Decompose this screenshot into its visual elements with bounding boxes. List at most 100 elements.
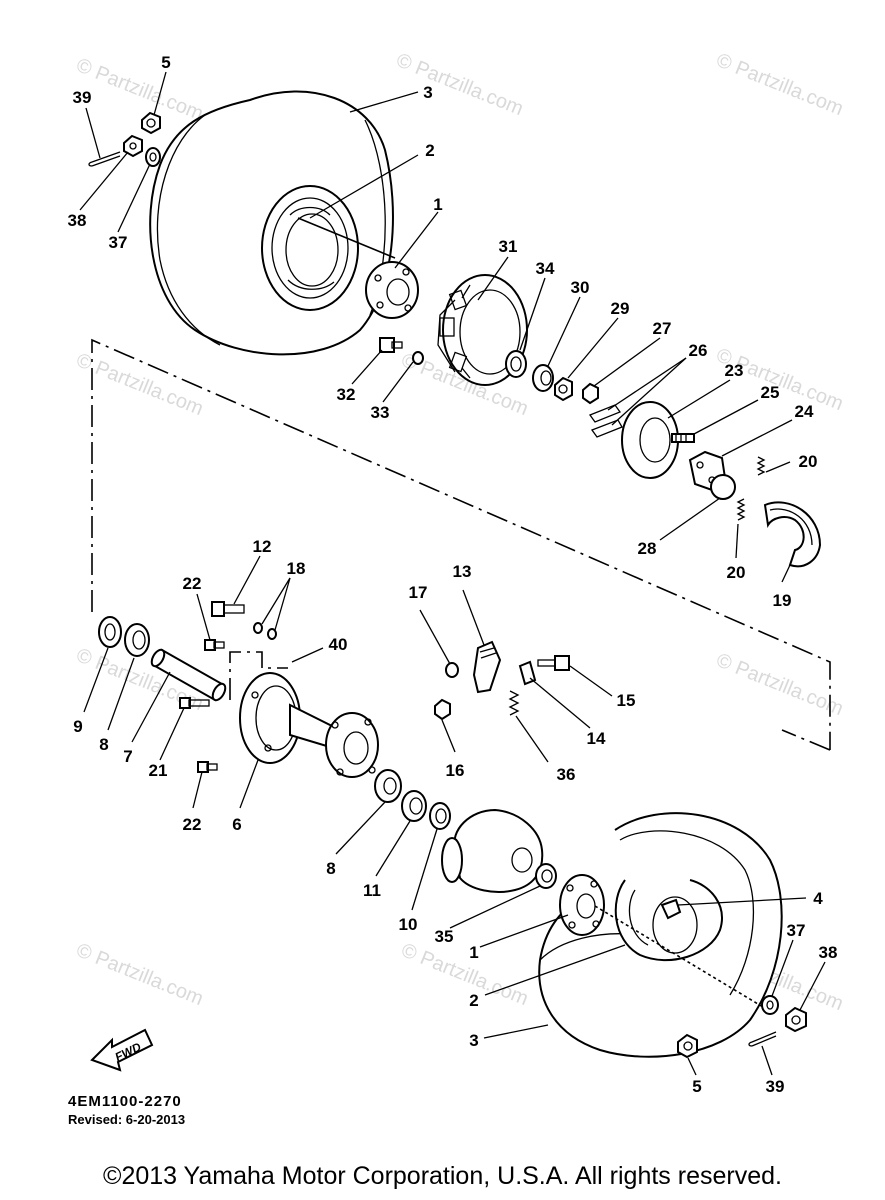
callout-2: 2	[469, 991, 478, 1010]
bolt-15	[537, 655, 570, 671]
seal-10	[429, 802, 451, 830]
bearing-30	[532, 364, 554, 392]
bolt-22-upper	[204, 639, 225, 651]
watermark: © Partzilla.com	[713, 649, 846, 720]
callout-25: 25	[761, 383, 780, 402]
callout-12: 12	[253, 537, 272, 556]
bottom-center-line	[594, 905, 769, 1011]
callout-18: 18	[287, 559, 306, 578]
bolt-32	[379, 337, 403, 353]
callout-19: 19	[773, 591, 792, 610]
top-washer-37	[145, 147, 161, 167]
callout-9: 9	[73, 717, 82, 736]
brake-lever-13	[472, 640, 502, 694]
callout-22: 22	[183, 815, 202, 834]
bottom-nut-5	[677, 1033, 698, 1059]
bearing-8-right	[374, 769, 402, 803]
callout-20: 20	[799, 452, 818, 471]
top-castle-nut-38	[123, 134, 143, 158]
nut-27	[582, 382, 599, 405]
bottom-rim-2	[614, 879, 723, 962]
bottom-hub-1	[559, 874, 605, 936]
callout-3: 3	[469, 1031, 478, 1050]
callout-4: 4	[813, 889, 823, 908]
bearing-8-left	[124, 623, 150, 657]
watermark: © Partzilla.com	[73, 349, 206, 420]
callout-39: 39	[73, 88, 92, 107]
callout-23: 23	[725, 361, 744, 380]
callout-40: 40	[329, 635, 348, 654]
leader-lines	[79, 71, 826, 1076]
callout-22: 22	[183, 574, 202, 593]
spring-36	[508, 690, 520, 716]
brake-shoe-19	[763, 501, 822, 568]
callout-10: 10	[399, 915, 418, 934]
callout-2: 2	[425, 141, 434, 160]
spacer-7	[150, 648, 227, 702]
lock-washers-26	[588, 404, 623, 438]
spring-20-upper	[756, 456, 766, 476]
top-rim-2	[261, 185, 359, 311]
callout-38: 38	[819, 943, 838, 962]
watermark: © Partzilla.com	[713, 49, 846, 120]
seal-9	[98, 616, 122, 648]
callout-15: 15	[617, 691, 636, 710]
callout-21: 21	[149, 761, 168, 780]
bolt-12	[211, 601, 245, 617]
callout-27: 27	[653, 319, 672, 338]
washer-33	[412, 351, 424, 365]
callout-32: 32	[337, 385, 356, 404]
axle-housing-6	[239, 672, 341, 764]
fwd-arrow-icon: FWD	[90, 1028, 154, 1072]
callout-7: 7	[123, 747, 132, 766]
callout-30: 30	[571, 278, 590, 297]
callout-38: 38	[68, 211, 87, 230]
callout-17: 17	[409, 583, 428, 602]
callout-1: 1	[433, 195, 442, 214]
callout-11: 11	[363, 881, 381, 900]
callout-20: 20	[727, 563, 746, 582]
seal-35	[535, 863, 557, 889]
watermark: © Partzilla.com	[393, 49, 526, 120]
callout-33: 33	[371, 403, 390, 422]
washer-17	[445, 662, 459, 678]
top-cotter-pin-39	[88, 151, 121, 167]
spring-20-lower	[736, 498, 746, 521]
nut-29	[554, 376, 573, 402]
callout-34: 34	[536, 259, 555, 278]
callout-35: 35	[435, 927, 454, 946]
assembly-boundary	[91, 338, 831, 751]
watermark: © Partzilla.com	[73, 54, 206, 125]
bearing-11	[401, 790, 427, 822]
drawing-code: 4EM1100-2270	[68, 1093, 182, 1110]
callout-24: 24	[795, 402, 814, 421]
callout-16: 16	[446, 761, 465, 780]
cap-28	[710, 474, 736, 500]
callout-29: 29	[611, 299, 630, 318]
callout-1: 1	[469, 943, 478, 962]
watermark: © Partzilla.com	[73, 939, 206, 1010]
callout-5: 5	[161, 53, 170, 72]
callout-8: 8	[326, 859, 335, 878]
copyright-notice: ©2013 Yamaha Motor Corporation, U.S.A. A…	[103, 1162, 782, 1190]
revised-date: Revised: 6-20-2013	[68, 1112, 186, 1127]
callout-3: 3	[423, 83, 432, 102]
top-hub-1	[365, 261, 419, 319]
callout-28: 28	[638, 539, 657, 558]
bottom-castle-nut-38	[785, 1006, 807, 1033]
bottom-cotter-pin-39	[748, 1031, 777, 1047]
callout-36: 36	[557, 765, 576, 784]
valve-stem-4	[660, 898, 682, 920]
callout-39: 39	[766, 1077, 785, 1096]
top-center-line	[297, 217, 396, 259]
bottom-washer-37	[761, 995, 779, 1015]
callout-26: 26	[689, 341, 708, 360]
washers-18	[253, 622, 277, 640]
callout-31: 31	[499, 237, 518, 256]
callout-5: 5	[692, 1077, 701, 1096]
callout-6: 6	[232, 815, 241, 834]
final-gear-case	[441, 808, 544, 893]
top-nut-5	[141, 111, 161, 135]
seal-34	[505, 350, 527, 378]
